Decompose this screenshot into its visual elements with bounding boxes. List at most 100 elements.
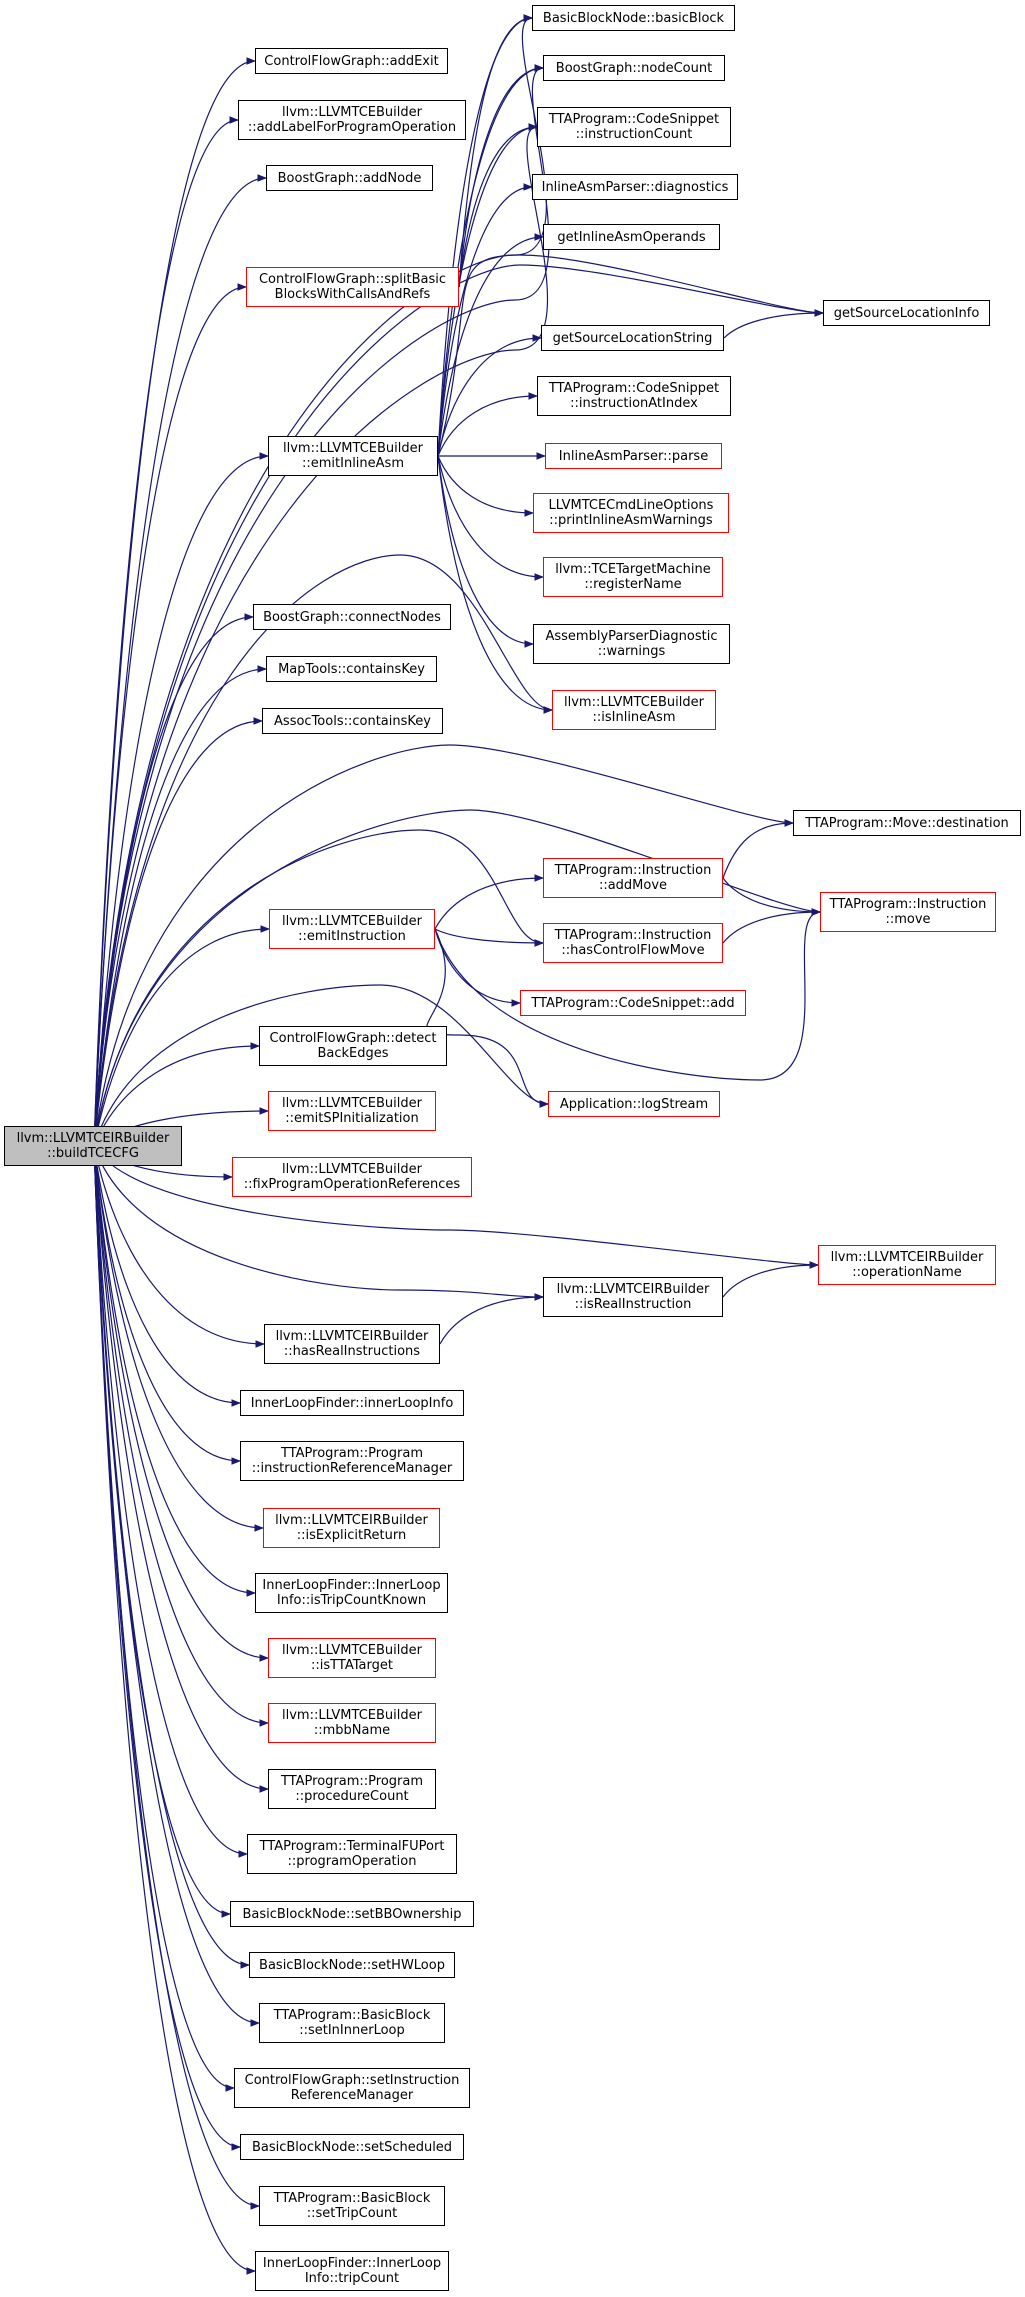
edge-root-to-isRealInstruction: [93, 1145, 544, 1301]
edge-root-to-innerLoopInfo: [93, 1145, 241, 1407]
node-instrRefMgr[interactable]: TTAProgram::Program ::instructionReferen…: [240, 1441, 464, 1481]
edge-root-to-assocContainsKey: [93, 717, 263, 1147]
node-warnings[interactable]: AssemblyParserDiagnostic ::warnings: [533, 624, 730, 664]
node-mapContainsKey[interactable]: MapTools::containsKey: [266, 656, 437, 682]
node-root: llvm::LLVMTCEIRBuilder ::buildTCECFG: [4, 1126, 182, 1166]
edge-emitInlineAsm-to-instructionAtIndex: [437, 392, 538, 457]
node-connectNodes[interactable]: BoostGraph::connectNodes: [253, 604, 451, 630]
node-setInstrRefMgr[interactable]: ControlFlowGraph::setInstruction Referen…: [234, 2068, 470, 2108]
node-setInInnerLoop[interactable]: TTAProgram::BasicBlock ::setInInnerLoop: [259, 2003, 445, 2043]
node-isTTATarget[interactable]: llvm::LLVMTCEBuilder ::isTTATarget: [268, 1638, 436, 1678]
node-instructionCount[interactable]: TTAProgram::CodeSnippet ::instructionCou…: [537, 107, 731, 147]
edge-emitInlineAsm-to-isInlineAsm: [437, 455, 553, 714]
edge-emitInlineAsm-to-getSourceLocationInfo: [437, 254, 824, 457]
node-registerName[interactable]: llvm::TCETargetMachine ::registerName: [543, 557, 723, 597]
node-emitInstruction[interactable]: llvm::LLVMTCEBuilder ::emitInstruction: [269, 909, 435, 949]
edge-root-to-setTripCount: [93, 1145, 260, 2210]
node-logStream[interactable]: Application::logStream: [548, 1091, 720, 1117]
node-basicBlock[interactable]: BasicBlockNode::basicBlock: [532, 5, 735, 31]
edge-root-to-isTripCountKnown: [93, 1145, 256, 1597]
node-hasRealInstr[interactable]: llvm::LLVMTCEIRBuilder ::hasRealInstruct…: [264, 1324, 440, 1364]
node-emitSPInit[interactable]: llvm::LLVMTCEBuilder ::emitSPInitializat…: [268, 1091, 436, 1131]
edge-root-to-tripCount: [93, 1145, 256, 2275]
edge-isRealInstruction-to-operationName: [722, 1261, 819, 1298]
edge-addMove-to-instructionMove: [722, 877, 821, 916]
node-setBBOwnership[interactable]: BasicBlockNode::setBBOwnership: [230, 1901, 474, 1927]
node-diagnostics[interactable]: InlineAsmParser::diagnostics: [532, 174, 738, 200]
edge-emitInstruction-to-addMove: [434, 874, 544, 930]
edge-root-to-programOperation: [93, 1145, 248, 1858]
edge-root-to-hasRealInstr: [93, 1145, 265, 1348]
edge-root-to-setInInnerLoop: [93, 1145, 260, 2027]
edge-addMove-to-moveDestination: [722, 819, 794, 879]
node-getSourceLocationString[interactable]: getSourceLocationString: [541, 325, 724, 351]
node-isTripCountKnown[interactable]: InnerLoopFinder::InnerLoop Info::isTripC…: [255, 1573, 448, 1613]
node-getSourceLocationInfo[interactable]: getSourceLocationInfo: [823, 300, 990, 326]
node-programOperation[interactable]: TTAProgram::TerminalFUPort ::programOper…: [247, 1834, 457, 1874]
edge-root-to-emitInstruction: [93, 925, 270, 1147]
edge-root-to-splitBB: [93, 283, 247, 1147]
node-isExplicitReturn[interactable]: llvm::LLVMTCEIRBuilder ::isExplicitRetur…: [263, 1508, 440, 1548]
edge-emitInlineAsm-to-getInlineAsmOperands: [437, 233, 544, 457]
node-snippetAdd[interactable]: TTAProgram::CodeSnippet::add: [520, 990, 746, 1016]
node-instructionMove[interactable]: TTAProgram::Instruction ::move: [820, 892, 996, 932]
node-parse[interactable]: InlineAsmParser::parse: [545, 443, 722, 469]
node-detectBackEdges[interactable]: ControlFlowGraph::detect BackEdges: [259, 1026, 447, 1066]
edge-root-to-instructionCount: [93, 123, 549, 1147]
node-isInlineAsm[interactable]: llvm::LLVMTCEBuilder ::isInlineAsm: [552, 690, 716, 730]
edge-getSourceLocationString-to-getSourceLocationInfo: [723, 309, 824, 339]
edge-root-to-emitInlineAsm: [93, 452, 269, 1147]
edge-root-to-operationName: [93, 1145, 819, 1269]
edge-emitInlineAsm-to-printInlineAsmWarnings: [437, 455, 534, 517]
node-assocContainsKey[interactable]: AssocTools::containsKey: [262, 708, 443, 734]
node-setScheduled[interactable]: BasicBlockNode::setScheduled: [240, 2134, 464, 2160]
node-moveDestination[interactable]: TTAProgram::Move::destination: [793, 810, 1021, 836]
edge-root-to-isInlineAsm: [93, 554, 553, 1147]
edge-hasControlFlowMove-to-instructionMove: [722, 908, 821, 944]
node-printInlineAsmWarnings[interactable]: LLVMTCECmdLineOptions ::printInlineAsmWa…: [533, 493, 729, 533]
edge-hasRealInstr-to-isRealInstruction: [439, 1293, 544, 1345]
edge-root-to-addLabel: [93, 116, 239, 1147]
edge-emitInlineAsm-to-instructionCount: [437, 123, 538, 457]
node-getInlineAsmOperands[interactable]: getInlineAsmOperands: [543, 224, 720, 250]
node-operationName[interactable]: llvm::LLVMTCEIRBuilder ::operationName: [818, 1245, 996, 1285]
edge-emitInlineAsm-to-basicBlock: [437, 14, 533, 457]
node-addNode[interactable]: BoostGraph::addNode: [266, 165, 433, 191]
edge-emitInlineAsm-to-registerName: [437, 455, 544, 581]
node-addMove[interactable]: TTAProgram::Instruction ::addMove: [543, 858, 723, 898]
edge-root-to-logStream: [93, 984, 549, 1147]
edge-root-to-moveDestination: [93, 744, 794, 1147]
node-innerLoopInfo[interactable]: InnerLoopFinder::innerLoopInfo: [240, 1390, 464, 1416]
edge-root-to-nodeCount: [93, 64, 550, 1147]
edge-root-to-detectBackEdges: [93, 1042, 260, 1147]
node-emitInlineAsm[interactable]: llvm::LLVMTCEBuilder ::emitInlineAsm: [268, 436, 438, 476]
node-splitBB[interactable]: ControlFlowGraph::splitBasic BlocksWithC…: [246, 267, 459, 307]
node-mbbName[interactable]: llvm::LLVMTCEBuilder ::mbbName: [268, 1703, 436, 1743]
edge-emitInlineAsm-to-getSourceLocationString: [437, 334, 542, 457]
node-fixProgOpRefs[interactable]: llvm::LLVMTCEBuilder ::fixProgramOperati…: [232, 1157, 472, 1197]
edge-emitInlineAsm-to-warnings: [437, 455, 534, 648]
edge-root-to-hasControlFlowMove: [93, 829, 544, 1147]
node-isRealInstruction[interactable]: llvm::LLVMTCEIRBuilder ::isRealInstructi…: [543, 1277, 723, 1317]
edge-emitInstruction-to-instructionMove: [434, 908, 821, 1081]
node-hasControlFlowMove[interactable]: TTAProgram::Instruction ::hasControlFlow…: [543, 923, 723, 963]
edge-emitInlineAsm-to-nodeCount: [437, 64, 544, 457]
node-procedureCount[interactable]: TTAProgram::Program ::procedureCount: [268, 1769, 436, 1809]
edge-root-to-instrRefMgr: [93, 1145, 241, 1465]
node-tripCount[interactable]: InnerLoopFinder::InnerLoop Info::tripCou…: [255, 2251, 449, 2291]
edge-root-to-mbbName: [93, 1145, 269, 1727]
edge-emitInlineAsm-to-diagnostics: [437, 183, 533, 457]
edge-root-to-isTTATarget: [93, 1145, 269, 1662]
edge-emitInstruction-to-hasControlFlowMove: [434, 928, 544, 947]
node-setHWLoop[interactable]: BasicBlockNode::setHWLoop: [249, 1952, 455, 1978]
node-instructionAtIndex[interactable]: TTAProgram::CodeSnippet ::instructionAtI…: [537, 376, 731, 416]
node-addLabel[interactable]: llvm::LLVMTCEBuilder ::addLabelForProgra…: [238, 100, 466, 140]
edge-root-to-isExplicitReturn: [93, 1145, 264, 1532]
edge-emitInstruction-to-logStream: [426, 928, 549, 1108]
edge-root-to-procedureCount: [93, 1145, 269, 1793]
node-nodeCount[interactable]: BoostGraph::nodeCount: [543, 55, 725, 81]
node-addExit[interactable]: ControlFlowGraph::addExit: [255, 48, 448, 74]
node-setTripCount[interactable]: TTAProgram::BasicBlock ::setTripCount: [259, 2186, 445, 2226]
